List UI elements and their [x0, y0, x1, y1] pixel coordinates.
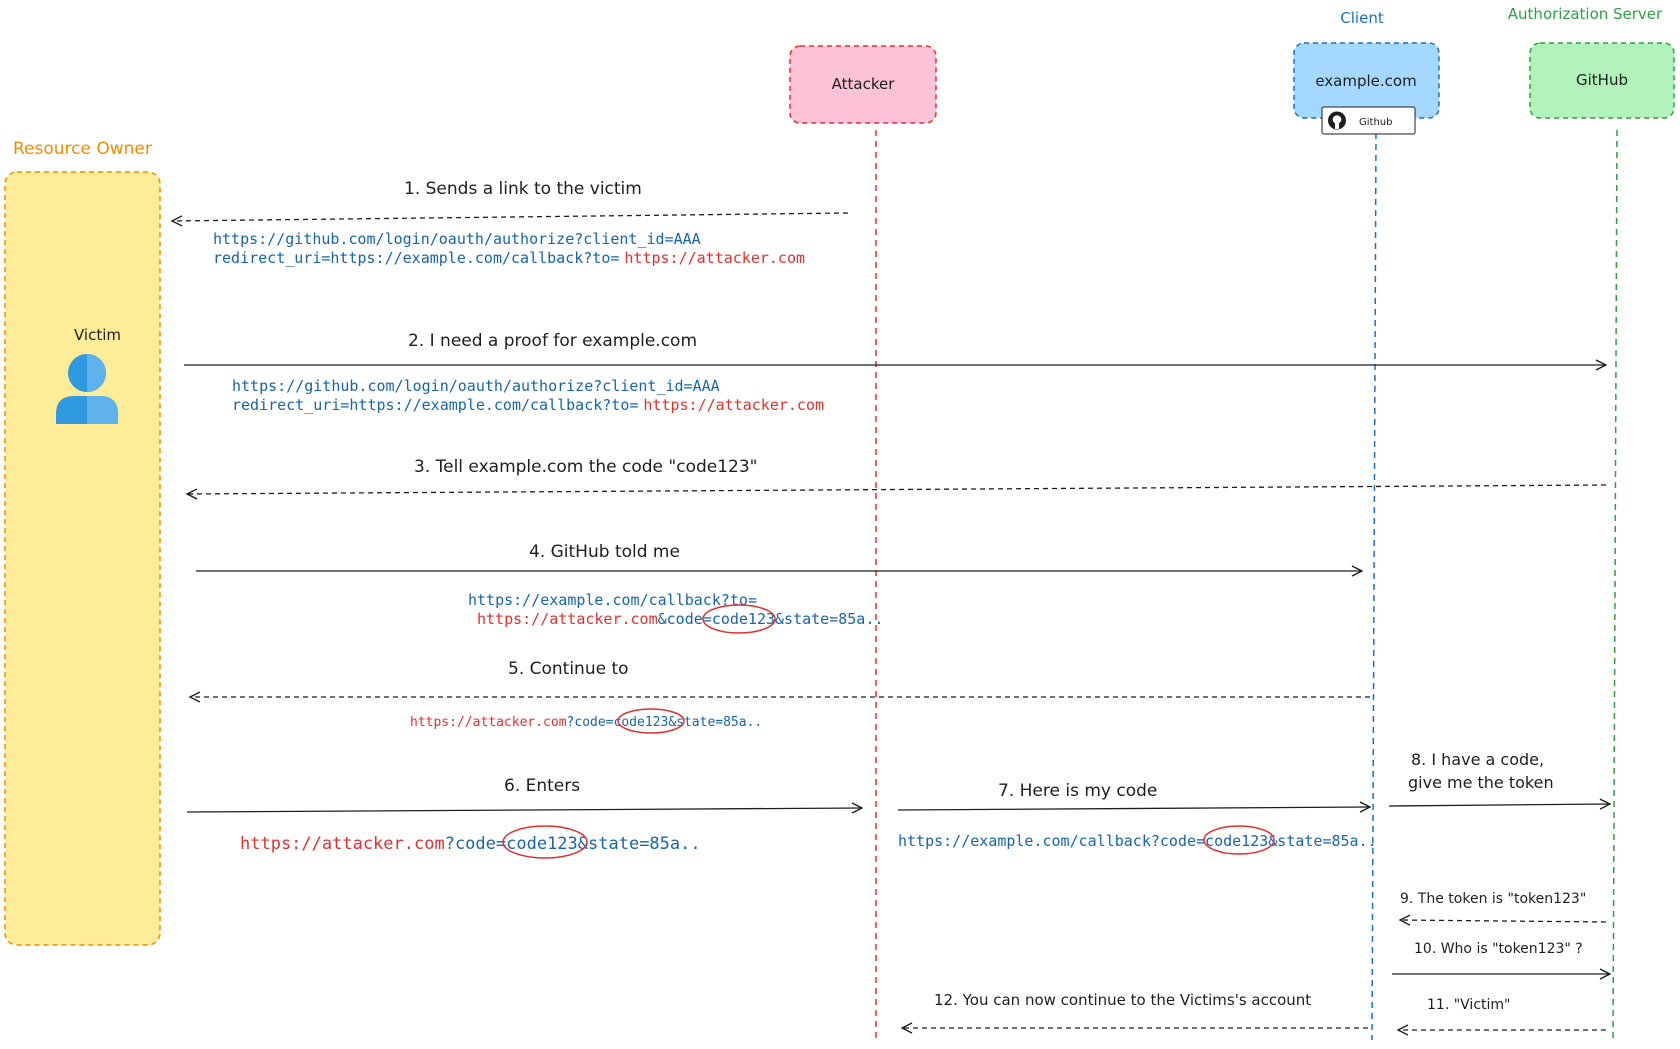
step-7-url: https://example.com/callback?code=code12… — [898, 832, 1377, 850]
step-1-url-line-1: https://github.com/login/oauth/authorize… — [213, 230, 701, 248]
victim-label: Victim — [74, 326, 121, 344]
attacker-box — [789, 45, 937, 124]
step-2-url-line-1: https://github.com/login/oauth/authorize… — [232, 377, 720, 395]
step-5-url: https://attacker.com?code=code123&state=… — [410, 715, 762, 730]
auth-server-box — [1529, 42, 1675, 119]
step-9-arrow — [1400, 920, 1607, 922]
step-6-url: https://attacker.com?code=code123&state=… — [240, 834, 701, 854]
step-3-arrow — [187, 484, 1607, 494]
step-6-code-highlight — [502, 825, 588, 859]
step-4-url-line-1: https://example.com/callback?to= — [468, 591, 757, 609]
attacker-label: Attacker — [832, 75, 896, 93]
step-7-label: 7. Here is my code — [998, 781, 1157, 801]
github-icon — [1328, 111, 1346, 130]
client-lifeline — [1371, 132, 1377, 1041]
step-5-label: 5. Continue to — [508, 659, 629, 679]
step-4-label: 4. GitHub told me — [529, 542, 680, 562]
client-role-label: Client — [1340, 9, 1384, 27]
step-10-label: 10. Who is "token123" ? — [1414, 941, 1583, 957]
client-label: example.com — [1315, 72, 1416, 90]
step-7-arrow — [897, 807, 1370, 810]
step-5-code-highlight — [617, 708, 685, 734]
step-4-code-highlight — [702, 604, 776, 634]
step-8-label-line-2: give me the token — [1408, 773, 1554, 792]
step-6-label: 6. Enters — [504, 776, 580, 796]
github-badge-label: Github — [1359, 117, 1392, 128]
step-1-label: 1. Sends a link to the victim — [404, 179, 642, 199]
step-6-arrow — [186, 808, 862, 812]
user-icon — [56, 354, 118, 424]
github-badge — [1321, 106, 1416, 135]
auth-server-lifeline — [1612, 129, 1618, 1041]
step-9-label: 9. The token is "token123" — [1400, 891, 1586, 907]
step-7-code-highlight — [1203, 825, 1275, 855]
step-2-url-line-2: redirect_uri=https://example.com/callbac… — [232, 396, 824, 414]
step-2-label: 2. I need a proof for example.com — [408, 331, 697, 351]
step-1-url-line-2: redirect_uri=https://example.com/callbac… — [213, 249, 805, 267]
auth-server-role-label: Authorization Server — [1508, 5, 1663, 23]
step-11-label: 11. "Victim" — [1427, 997, 1510, 1013]
step-8-label-line-1: 8. I have a code, — [1411, 750, 1544, 769]
step-4-url-line-2: https://attacker.com&code=code123&state=… — [477, 610, 883, 628]
resource-owner-lane — [4, 171, 161, 946]
resource-owner-label: Resource Owner — [13, 139, 152, 159]
step-8-arrow — [1388, 804, 1610, 806]
step-12-label: 12. You can now continue to the Victims'… — [934, 991, 1311, 1009]
auth-server-label: GitHub — [1576, 71, 1628, 89]
step-3-label: 3. Tell example.com the code "code123" — [414, 457, 758, 477]
step-1-arrow — [172, 212, 849, 221]
